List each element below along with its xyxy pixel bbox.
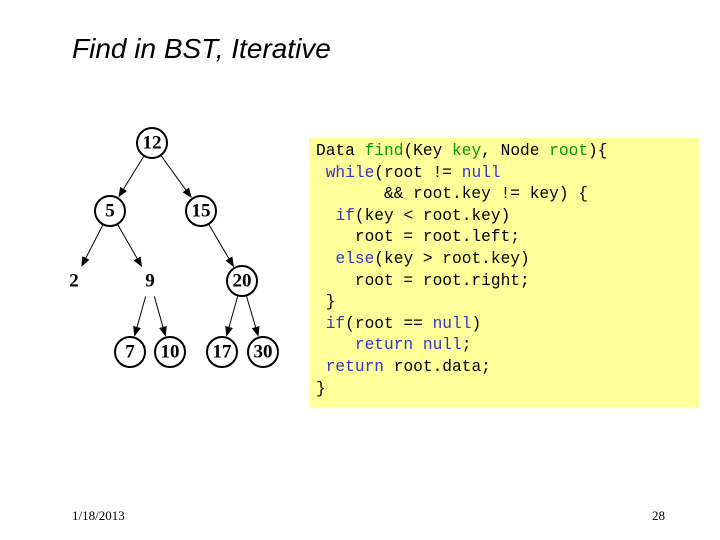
tree-edge-12-15 bbox=[160, 155, 192, 199]
code-text bbox=[316, 250, 335, 268]
code-text: && root.key != key) { bbox=[316, 185, 588, 204]
code-line: } bbox=[316, 292, 699, 314]
code-text: } bbox=[316, 379, 326, 398]
code-block: Data find(Key key, Node root){ while(roo… bbox=[309, 138, 699, 408]
code-line: } bbox=[316, 379, 699, 401]
code-line: root = root.left; bbox=[316, 227, 699, 249]
code-text: root = root.right; bbox=[316, 271, 530, 290]
code-keyword: else bbox=[335, 249, 375, 268]
tree-node-label: 10 bbox=[161, 341, 180, 362]
tree-node-circle bbox=[94, 195, 126, 227]
tree-edges bbox=[81, 155, 260, 337]
code-line: Data find(Key key, Node root){ bbox=[316, 141, 699, 163]
tree-node-circle bbox=[136, 127, 168, 159]
code-identifier: find bbox=[364, 142, 404, 160]
code-text: (key > root.key) bbox=[374, 249, 530, 268]
code-text bbox=[316, 207, 335, 225]
code-text bbox=[413, 336, 423, 354]
tree-node-label: 9 bbox=[145, 270, 155, 291]
code-text bbox=[316, 336, 355, 354]
tree-edge-20-30 bbox=[246, 296, 260, 337]
code-keyword: return bbox=[325, 357, 385, 376]
code-text: ){ bbox=[588, 142, 608, 160]
tree-node-7: 7 bbox=[114, 336, 146, 368]
tree-node-17: 17 bbox=[206, 336, 238, 368]
tree-edge-9-7 bbox=[133, 296, 147, 337]
tree-node-label: 20 bbox=[233, 270, 252, 291]
tree-edge-20-17 bbox=[225, 296, 239, 337]
page-number: 28 bbox=[652, 508, 665, 523]
code-keyword: return bbox=[354, 336, 414, 355]
code-text: root = root.left; bbox=[316, 228, 520, 247]
tree-node-30: 30 bbox=[247, 336, 279, 368]
tree-node-10: 10 bbox=[154, 336, 186, 368]
tree-edge-5-2 bbox=[81, 224, 104, 267]
tree-node-12: 12 bbox=[136, 127, 168, 159]
tree-node-label: 5 bbox=[105, 200, 115, 221]
tree-node-20: 20 bbox=[226, 265, 258, 297]
code-line: return root.data; bbox=[316, 357, 699, 379]
code-identifier: key bbox=[452, 142, 482, 160]
tree-edge-5-9 bbox=[117, 224, 143, 268]
code-keyword: if bbox=[325, 314, 346, 333]
tree-edge-12-5 bbox=[118, 156, 145, 198]
code-text bbox=[316, 315, 326, 333]
code-line: while(root != null bbox=[316, 163, 699, 185]
tree-node-label: 15 bbox=[192, 200, 211, 221]
code-keyword: null bbox=[432, 314, 472, 333]
code-text: ) bbox=[471, 314, 482, 333]
code-line: else(key > root.key) bbox=[316, 249, 699, 271]
tree-node-circle bbox=[226, 265, 258, 297]
code-text: (key < root.key) bbox=[354, 206, 511, 225]
code-text bbox=[316, 164, 326, 182]
code-text: ; bbox=[461, 336, 472, 355]
code-text: (Key bbox=[403, 142, 453, 160]
code-keyword: if bbox=[335, 206, 355, 225]
tree-node-2: 2 bbox=[69, 270, 79, 291]
code-text: , Node bbox=[481, 142, 550, 160]
code-line: if(key < root.key) bbox=[316, 206, 699, 228]
tree-node-label: 17 bbox=[213, 341, 233, 362]
tree-node-5: 5 bbox=[94, 195, 126, 227]
tree-node-circle bbox=[114, 336, 146, 368]
code-keyword: null bbox=[422, 336, 462, 355]
code-text: (root != bbox=[374, 163, 462, 182]
tree-node-circle bbox=[185, 195, 217, 227]
tree-node-circle bbox=[154, 336, 186, 368]
code-keyword: null bbox=[461, 163, 501, 182]
tree-nodes: 12 5 15 2 9 20 7 10 17 30 bbox=[69, 127, 279, 368]
tree-edge-15-20 bbox=[208, 224, 234, 268]
tree-node-15: 15 bbox=[185, 195, 217, 227]
code-line: root = root.right; bbox=[316, 271, 699, 293]
tree-node-label: 12 bbox=[143, 132, 162, 153]
tree-node-label: 7 bbox=[125, 341, 135, 362]
code-keyword: while bbox=[325, 163, 375, 182]
tree-node-label: 2 bbox=[69, 270, 79, 291]
tree-node-circle bbox=[206, 336, 238, 368]
code-text: (root == bbox=[345, 314, 433, 333]
code-text: Data bbox=[316, 142, 365, 160]
tree-edge-9-10 bbox=[153, 296, 167, 337]
footer-date: 1/18/2013 bbox=[72, 508, 125, 523]
code-line: && root.key != key) { bbox=[316, 184, 699, 206]
code-line: return null; bbox=[316, 335, 699, 357]
tree-node-label: 30 bbox=[254, 341, 273, 362]
tree-node-9: 9 bbox=[145, 270, 155, 291]
tree-node-circle bbox=[247, 336, 279, 368]
code-text: root.data; bbox=[384, 357, 491, 376]
code-line: if(root == null) bbox=[316, 314, 699, 336]
code-text: } bbox=[316, 293, 336, 312]
code-identifier: root bbox=[549, 142, 589, 160]
slide-title: Find in BST, Iterative bbox=[72, 33, 331, 64]
code-text bbox=[316, 358, 326, 376]
